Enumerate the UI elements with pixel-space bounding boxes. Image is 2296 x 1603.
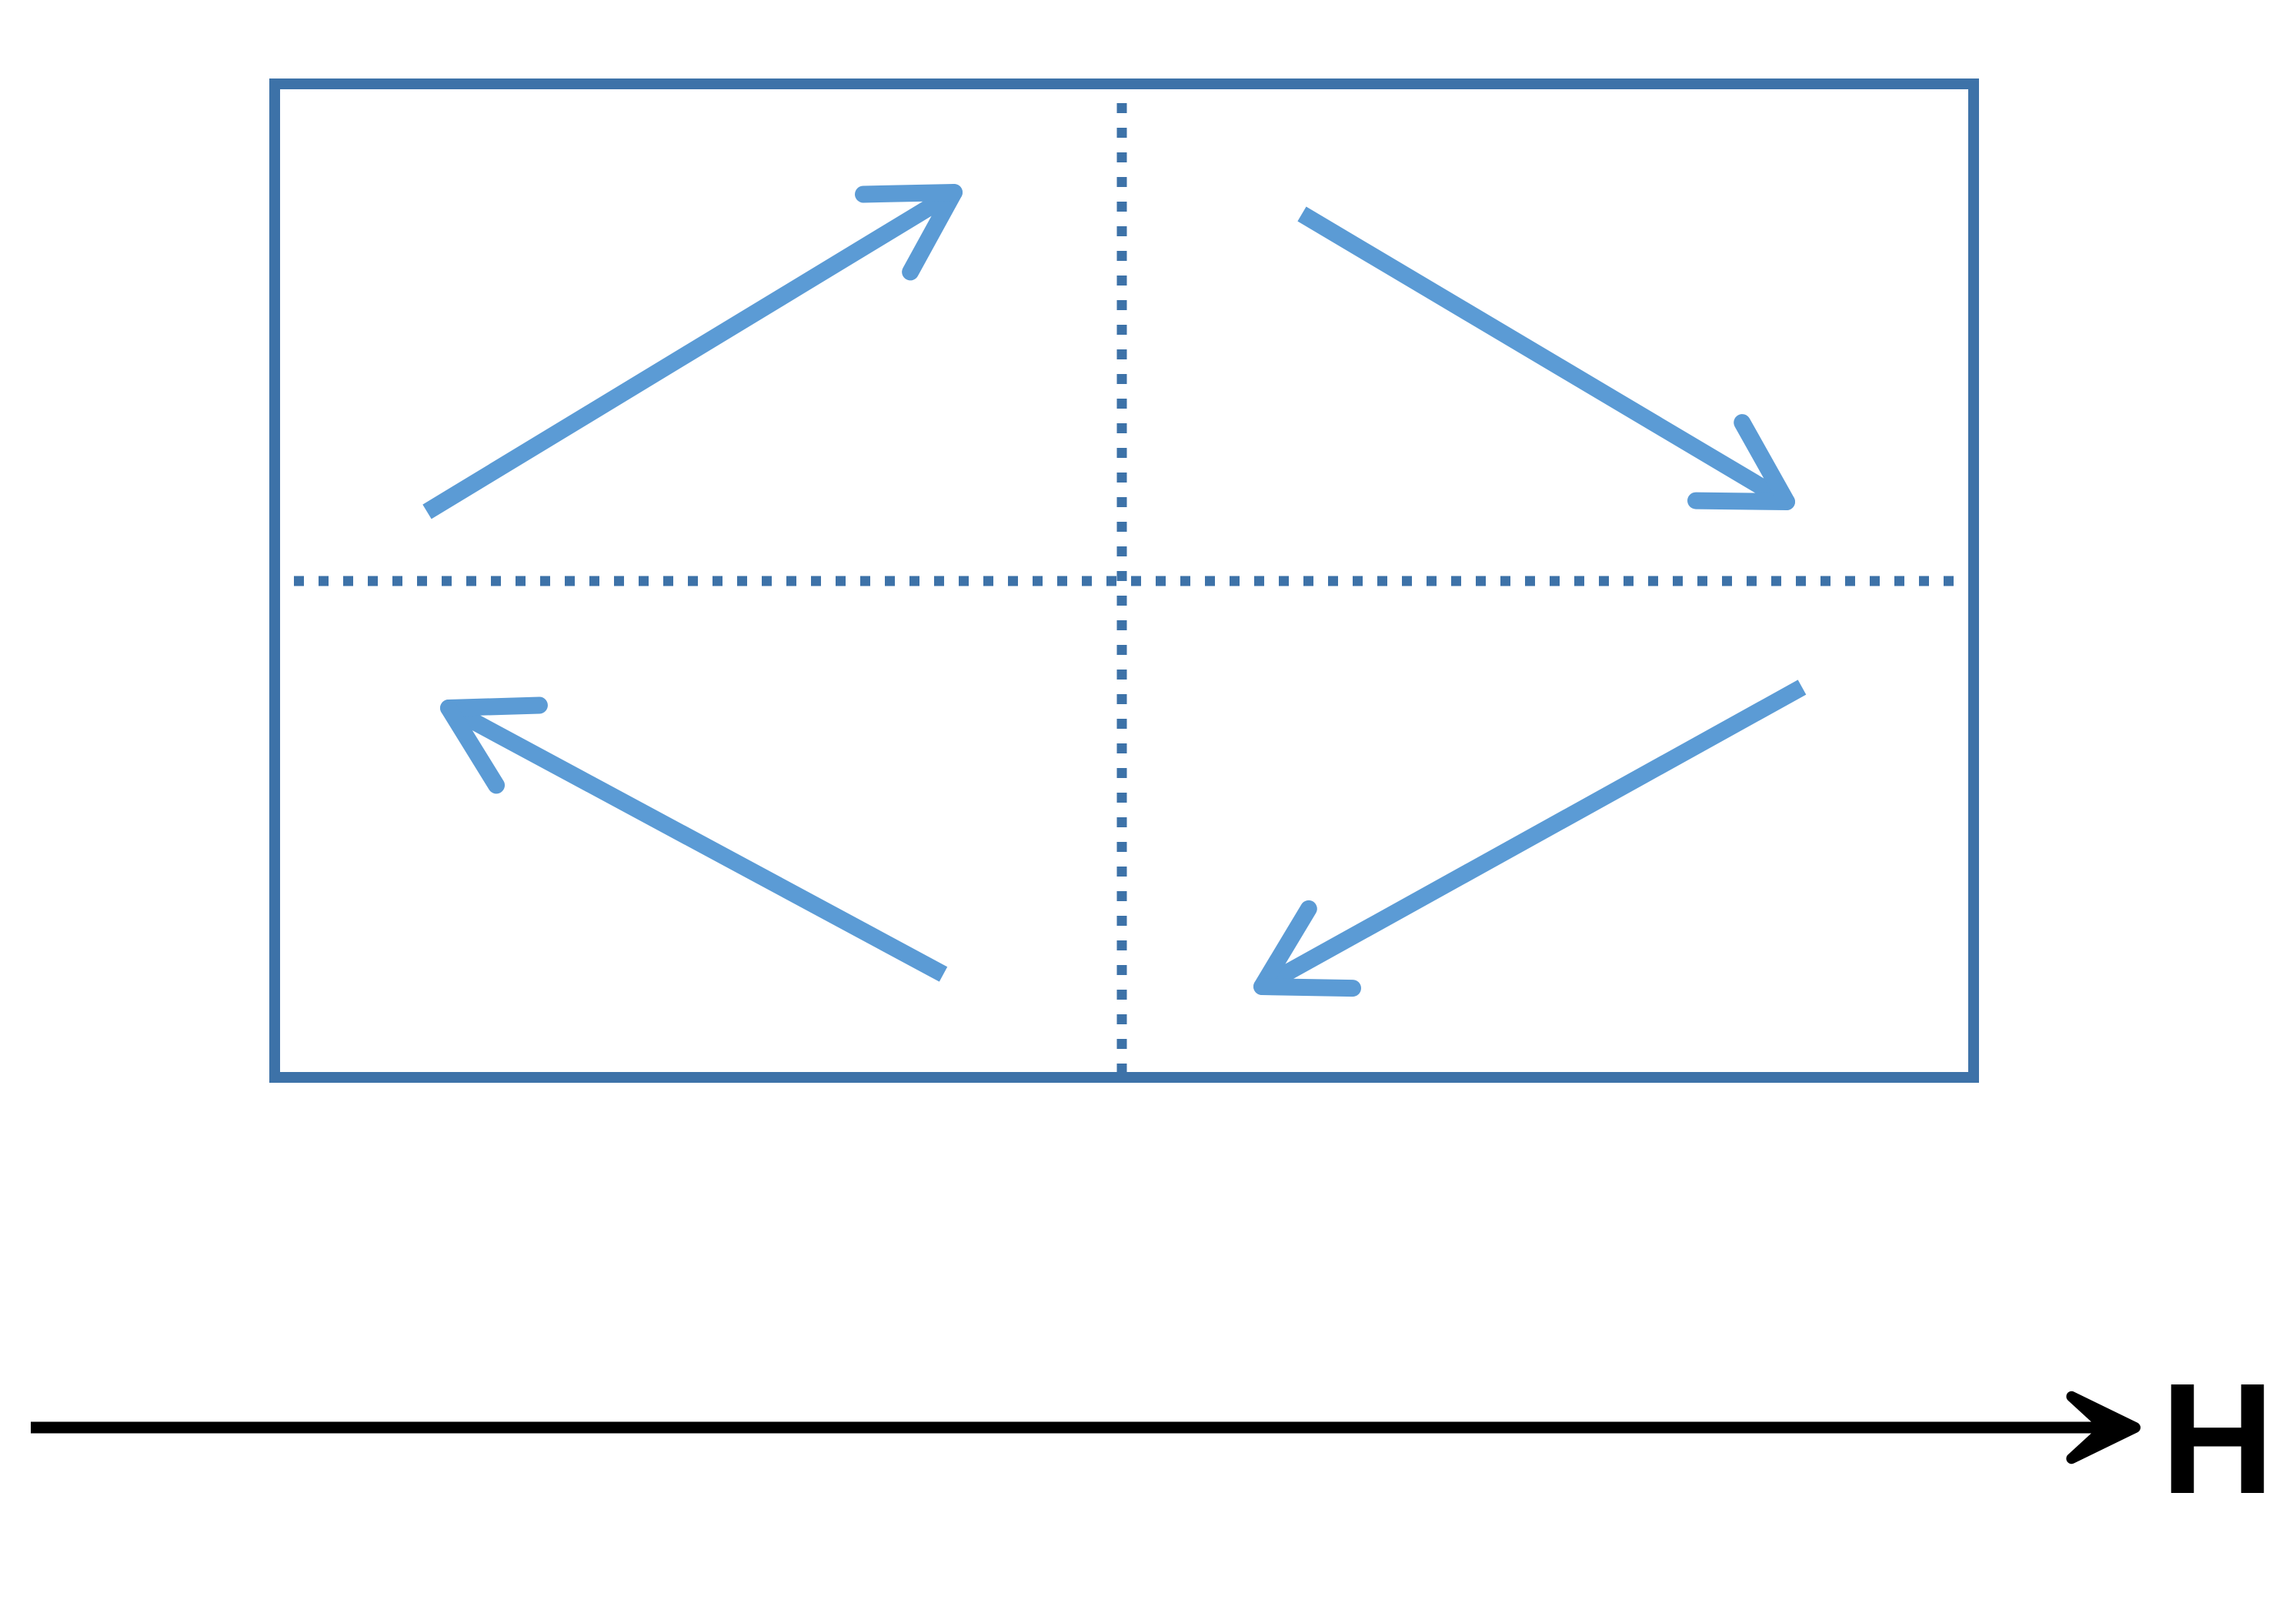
arrow-top-right-shaft [1297,206,1791,509]
arrow-bottom-left [440,696,948,982]
arrow-bottom-left-head-barb-2 [440,700,506,794]
domain-arrows-group [422,184,1807,997]
arrow-bottom-right [1253,680,1807,997]
h-field-axis-group: H [31,1351,2274,1527]
arrow-top-right-head-barb-1 [1687,492,1795,510]
arrow-top-left-head-barb-1 [902,184,963,281]
arrow-bottom-left-head-barb-1 [440,696,548,716]
arrow-bottom-right-head-barb-2 [1253,978,1361,997]
arrow-top-left-shaft [422,185,959,519]
h-axis-arrowhead-icon [2066,1391,2141,1464]
h-axis-label: H [2161,1351,2274,1527]
arrow-bottom-right-head-barb-1 [1253,900,1317,995]
arrow-top-right-head-barb-2 [1734,414,1795,510]
arrow-top-right [1297,206,1795,510]
arrow-bottom-right-shaft [1257,680,1807,994]
arrow-top-left [422,184,963,519]
arrow-bottom-left-shaft [444,700,948,982]
arrow-top-left-head-barb-2 [855,184,963,203]
